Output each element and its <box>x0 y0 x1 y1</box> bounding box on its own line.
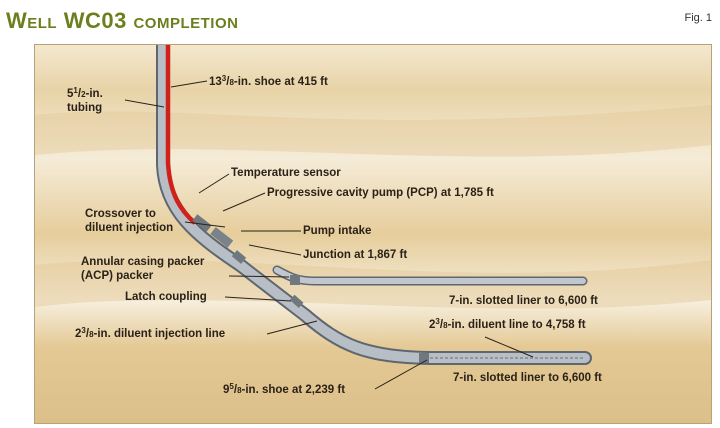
pcp-marker <box>210 227 234 248</box>
label-tubing: 51/2-in. <box>67 86 103 100</box>
label-acp-line2: (ACP) packer <box>81 270 154 282</box>
label-liner-lower: 7-in. slotted liner to 6,600 ft <box>453 372 602 384</box>
label-tubing-line2: tubing <box>67 102 102 114</box>
pump-intake-marker <box>231 250 247 264</box>
tubing-red-line <box>165 45 197 225</box>
label-pcp: Progressive cavity pump (PCP) at 1,785 f… <box>267 187 494 199</box>
label-junction: Junction at 1,867 ft <box>303 249 407 261</box>
label-latch-coupling: Latch coupling <box>125 291 207 303</box>
diagram-title: Well WC03 completion <box>6 8 239 33</box>
well-diagram-svg: 51/2-in. tubing 133/8-in. shoe at 415 ft… <box>35 45 711 423</box>
latch-coupling-marker <box>289 294 304 308</box>
label-crossover-line2: diluent injection <box>85 222 173 234</box>
main-casing <box>156 45 592 365</box>
leader-lines <box>124 80 534 390</box>
label-diluent-line: 23/8-in. diluent line to 4,758 ft <box>429 317 586 331</box>
label-liner-upper: 7-in. slotted liner to 6,600 ft <box>449 295 598 307</box>
well-diagram: 51/2-in. tubing 133/8-in. shoe at 415 ft… <box>34 44 712 424</box>
figure-label: Fig. 1 <box>684 12 712 24</box>
shoe-9-marker <box>419 353 429 363</box>
label-shoe-9: 95/8-in. shoe at 2,239 ft <box>223 382 345 396</box>
temperature-sensor-marker <box>192 214 212 232</box>
label-pump-intake: Pump intake <box>303 225 371 237</box>
sediment-background <box>35 45 711 423</box>
acp-packer-marker <box>290 275 300 285</box>
sediment-layer <box>35 105 711 157</box>
label-temperature-sensor: Temperature sensor <box>231 167 341 179</box>
label-shoe-13: 133/8-in. shoe at 415 ft <box>209 74 328 88</box>
label-diluent-injection: 23/8-in. diluent injection line <box>75 326 225 340</box>
label-crossover: Crossover to <box>85 208 156 220</box>
label-acp: Annular casing packer <box>81 256 205 268</box>
